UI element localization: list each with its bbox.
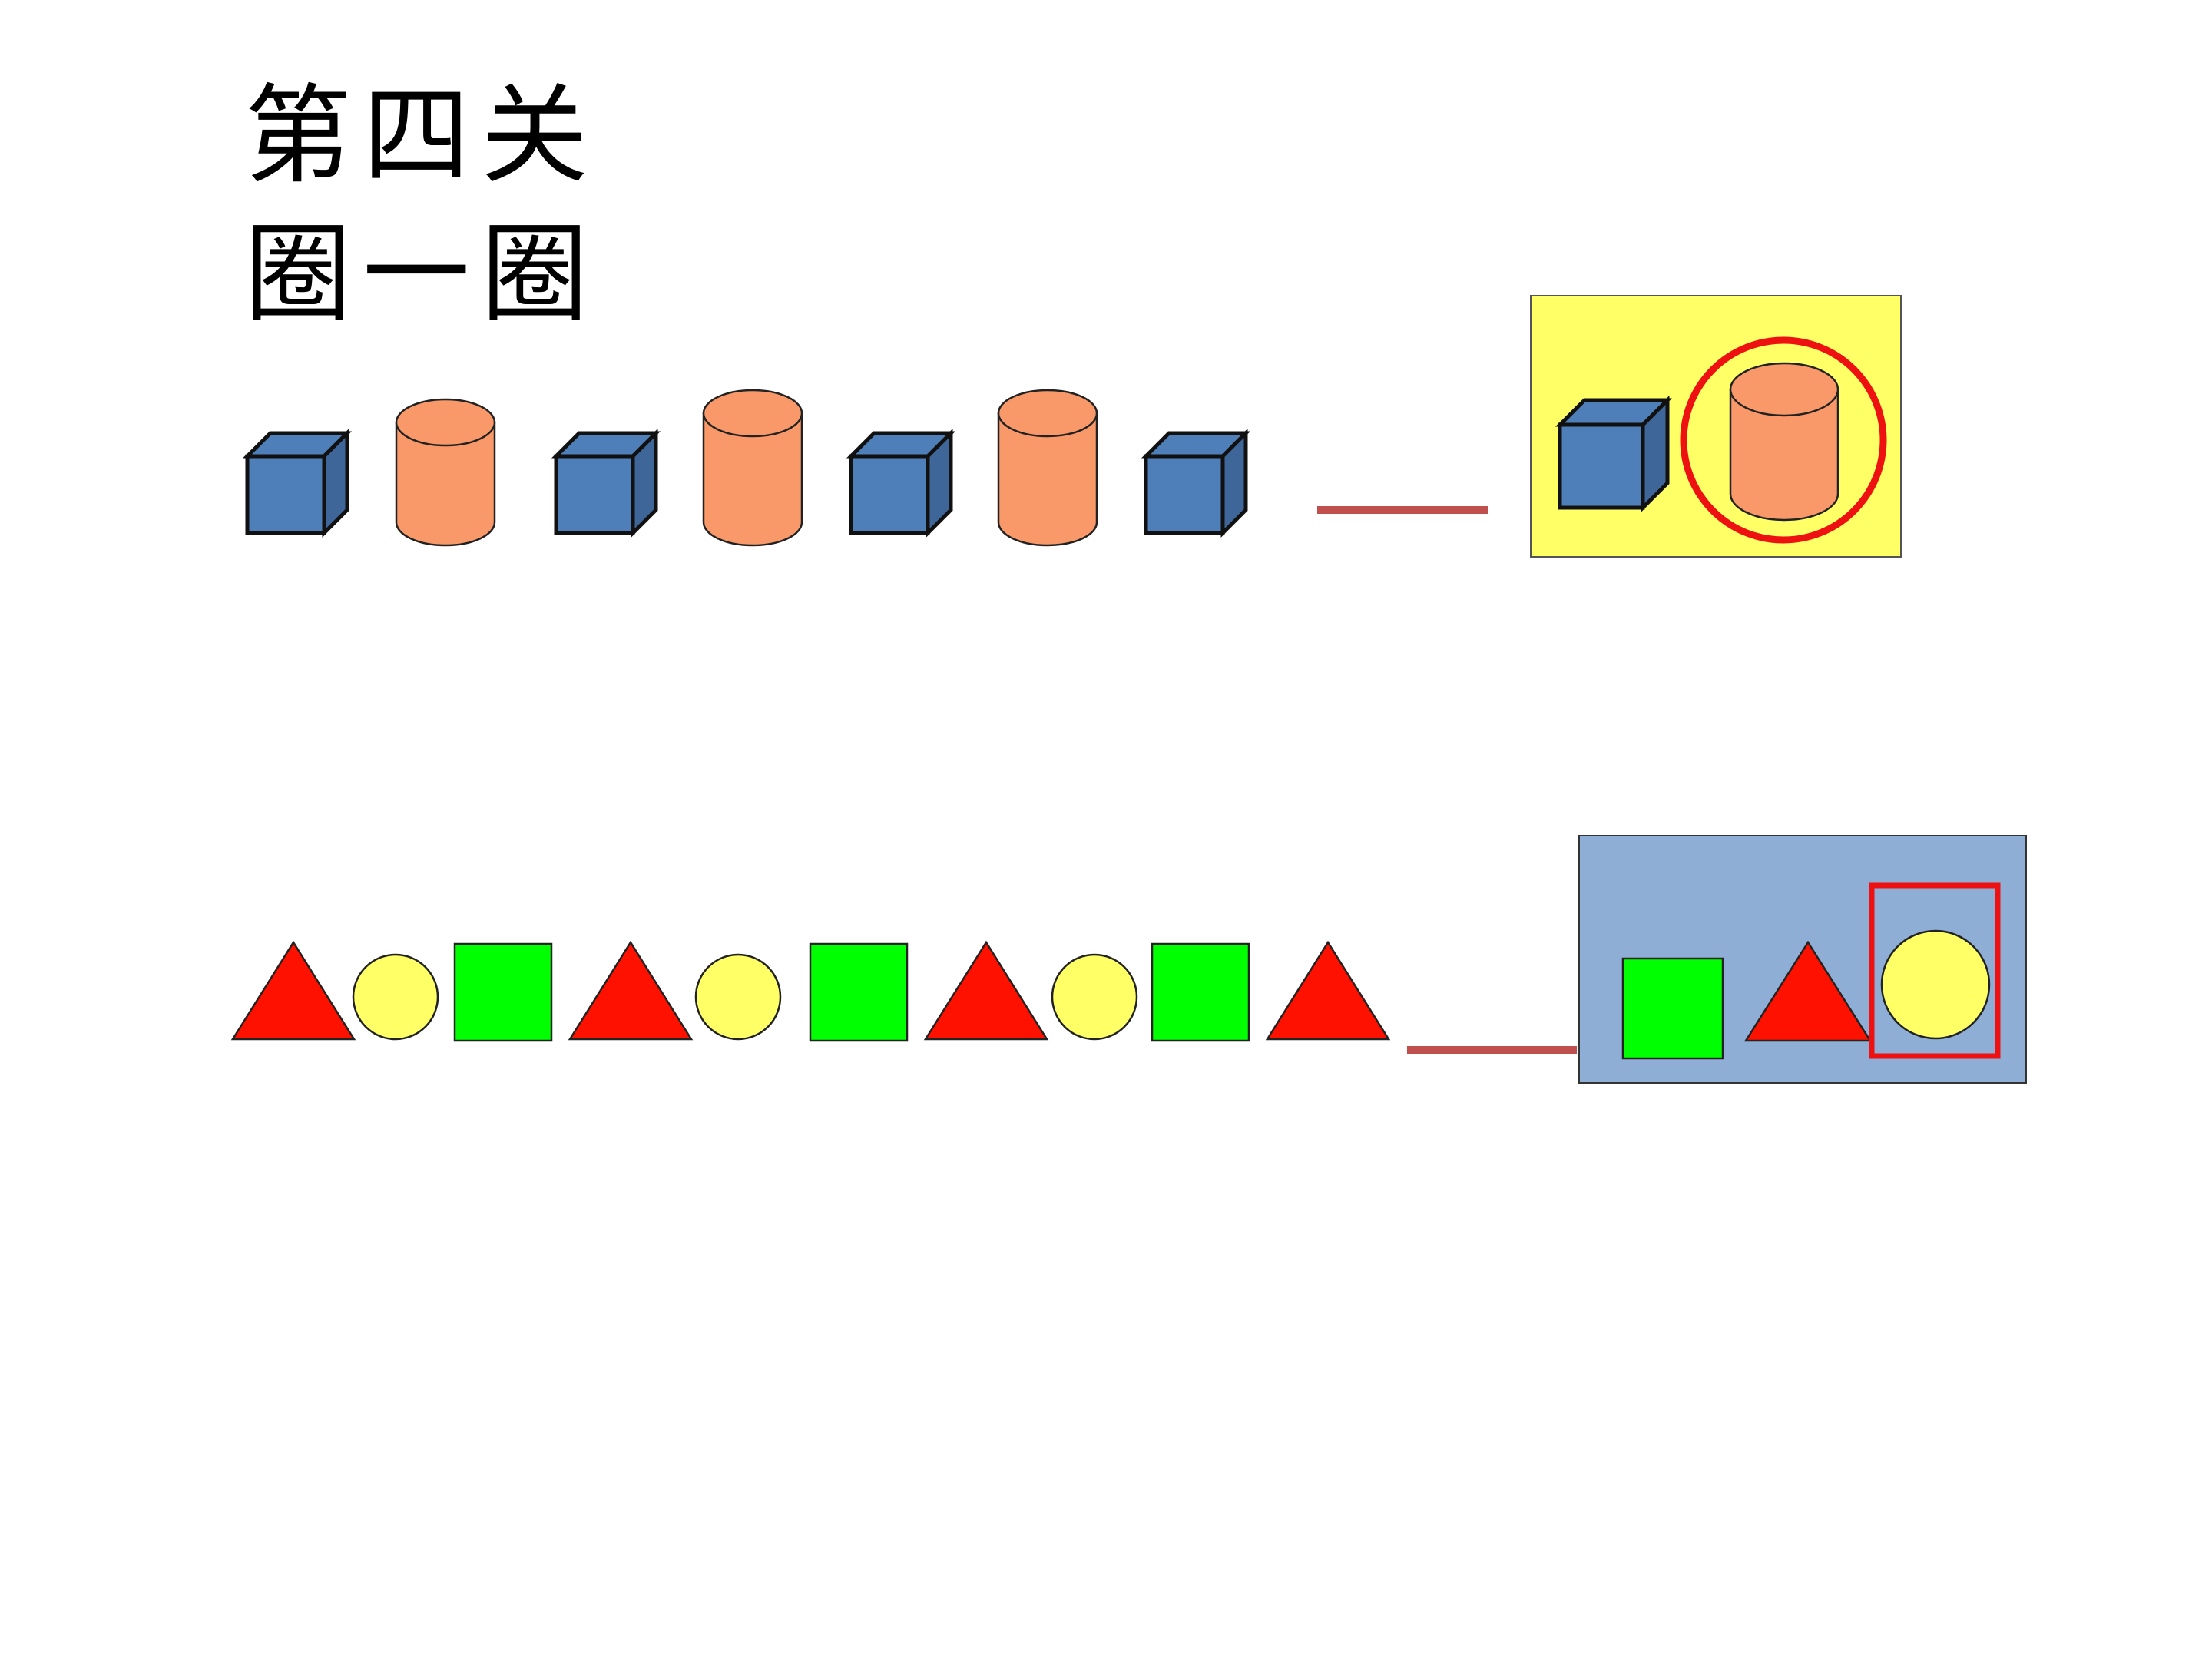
row1-cube-3 [551,428,661,538]
row2-triangle-4 [568,940,694,1041]
row2-circle-5 [694,953,782,1041]
row2-option-circle[interactable] [1880,929,1991,1040]
row1-cylinder-2 [395,398,496,547]
row1-options-panel [1530,295,1902,558]
row1-answer-circle [1680,336,1887,544]
row2-option-square[interactable] [1621,957,1724,1060]
row2-triangle-10 [1265,940,1391,1041]
row2-option-triangle[interactable] [1743,940,1873,1042]
row2-square-9 [1151,942,1250,1042]
row1-sequence [242,389,1251,547]
row1-cube-1 [242,428,353,538]
row1-option-cylinder[interactable] [1729,362,1839,522]
row1-option-cube[interactable] [1555,395,1673,513]
task-instruction: 圈一圈 [244,212,600,337]
row2-answer-box [1869,882,2001,1059]
row2-circle-2 [352,953,439,1041]
row2-square-3 [453,942,553,1042]
row2-sequence [230,940,1391,1042]
row1-cube-7 [1141,428,1251,538]
row2-circle-8 [1051,953,1138,1041]
row1-cylinder-6 [997,389,1098,547]
level-title: 第四关 [244,74,600,199]
row2-triangle-7 [923,940,1049,1041]
row2-square-6 [809,942,909,1042]
row2-triangle-1 [230,940,356,1041]
row2-options-panel [1578,835,2027,1084]
row1-cube-5 [846,428,956,538]
row1-cylinder-4 [702,389,803,547]
